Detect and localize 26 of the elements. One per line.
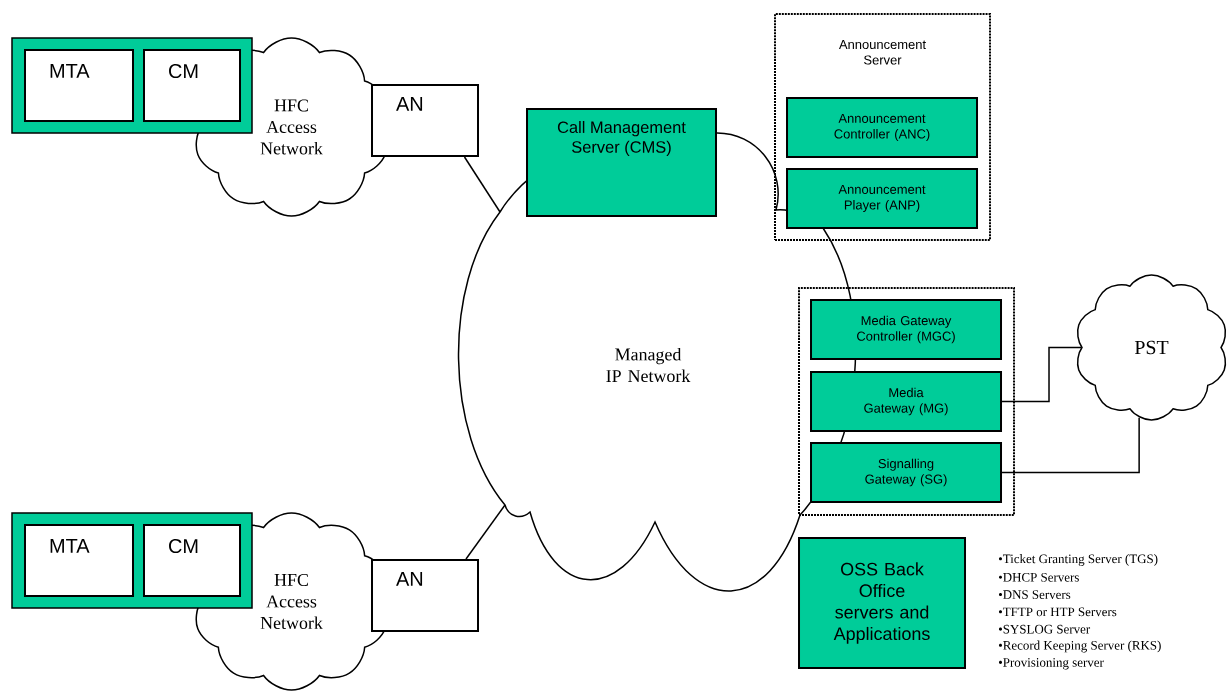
access-node-box: AN	[371, 84, 479, 157]
component-box: CM	[143, 524, 241, 597]
server-box: Media Gateway Controller (MGC)	[810, 299, 1002, 360]
component-box: CM	[143, 49, 241, 122]
list-item: •TFTP or HTP Servers	[998, 607, 1117, 617]
server-box: OSS Back Office servers and Applications	[798, 537, 966, 669]
list-item: •SYSLOG Server	[998, 624, 1091, 634]
list-item: •DHCP Servers	[998, 572, 1079, 582]
list-item: •Ticket Granting Server (TGS)	[998, 554, 1158, 566]
component-box: MTA	[24, 524, 134, 597]
group-box	[798, 287, 1015, 516]
server-box: Announcement Player (ANP)	[786, 168, 978, 229]
connector-line	[465, 504, 506, 560]
list-item: •Record Keeping Server (RKS)	[998, 640, 1161, 653]
server-box: Media Gateway (MG)	[810, 371, 1002, 432]
server-box: Call Management Server (CMS)	[526, 108, 717, 217]
connector-line	[1001, 346, 1082, 403]
list-item: •Provisioning server	[998, 658, 1104, 670]
list-item: •DNS Servers	[998, 590, 1071, 599]
server-box: Signalling Gateway (SG)	[810, 442, 1002, 503]
connector-line	[1001, 417, 1140, 474]
network-cloud: PST	[1076, 274, 1227, 421]
access-node-box: AN	[371, 559, 479, 632]
server-box: Announcement Controller (ANC)	[786, 97, 978, 158]
component-box: MTA	[24, 49, 134, 122]
connector-line	[463, 156, 501, 213]
